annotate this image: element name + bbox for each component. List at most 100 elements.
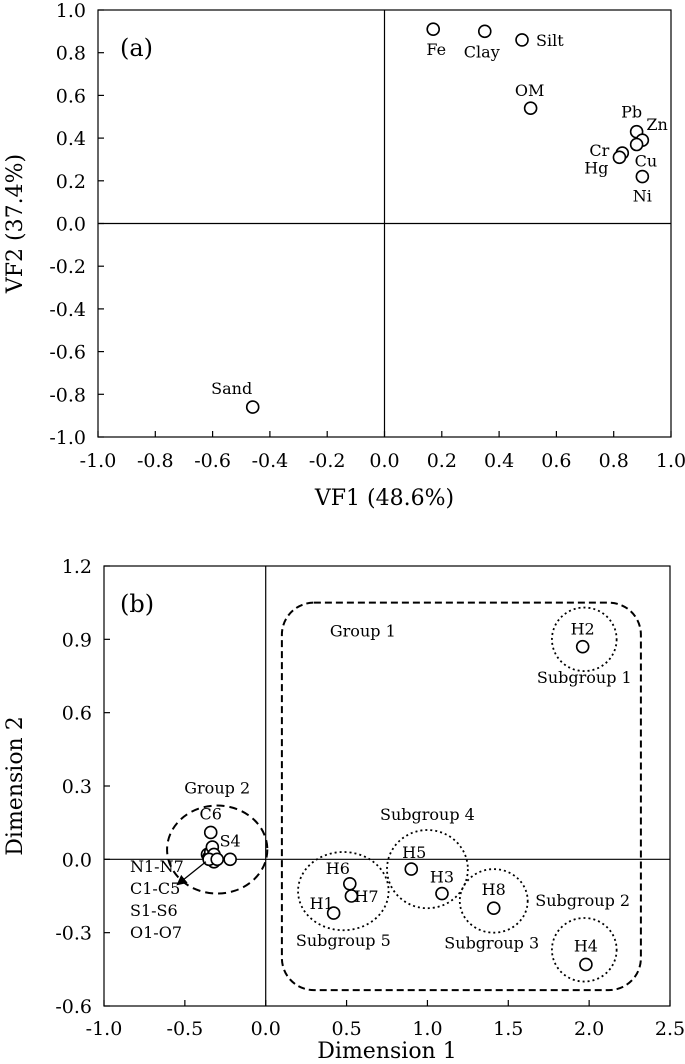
x-tick-label: -0.8 <box>137 450 174 472</box>
group-label: Group 2 <box>184 779 250 798</box>
x-tick-label: 0.2 <box>427 450 457 472</box>
subgroup-label: Subgroup 5 <box>296 931 391 950</box>
data-point-label: H1 <box>310 894 334 913</box>
x-tick-label: 0.5 <box>331 1018 361 1040</box>
subgroup-label: Subgroup 4 <box>380 805 475 824</box>
data-point-label: H4 <box>574 936 598 955</box>
x-tick-label: -0.5 <box>167 1018 204 1040</box>
y-tick-label: 0.3 <box>62 776 92 798</box>
y-tick-label: 1.0 <box>56 0 86 22</box>
data-point <box>635 169 650 184</box>
y-tick-label: -0.4 <box>49 299 86 321</box>
data-point <box>612 150 627 165</box>
data-point-label: Silt <box>536 31 564 50</box>
subgroup-outline <box>551 917 618 983</box>
y-tick-label: 0.9 <box>62 629 92 651</box>
y-tick-label: -0.3 <box>55 923 92 945</box>
subgroup-outline <box>458 868 529 934</box>
y-tick-label: -0.2 <box>49 256 86 278</box>
data-point-label: Cr <box>589 141 609 160</box>
cluster-annotation-line: S1-S6 <box>130 901 178 920</box>
data-point-label: Cu <box>635 152 658 171</box>
x-tick-label: 1.0 <box>412 1018 442 1040</box>
data-point <box>203 825 218 840</box>
data-point-label: S4 <box>220 831 241 850</box>
subgroup-label: Subgroup 2 <box>535 891 630 910</box>
x-tick-label: -0.2 <box>309 450 346 472</box>
subgroup-outline <box>386 829 469 910</box>
y-tick-label: -1.0 <box>49 427 86 449</box>
data-point-label: Hg <box>584 158 608 177</box>
y-tick-label: -0.6 <box>49 342 86 364</box>
data-point <box>426 22 441 37</box>
cluster-annotation-line: C1-C5 <box>130 879 180 898</box>
y-tick-label: 0.6 <box>62 703 92 725</box>
y-axis-label: Dimension 2 <box>3 716 28 855</box>
data-point-label: H5 <box>402 843 426 862</box>
x-axis-label: Dimension 1 <box>317 1039 456 1064</box>
group-outline <box>166 804 269 895</box>
data-point <box>629 137 644 152</box>
data-point <box>579 957 593 972</box>
data-point-label: Fe <box>426 40 446 59</box>
x-tick-label: -0.6 <box>194 450 231 472</box>
x-tick-label: 2.0 <box>574 1018 604 1040</box>
data-point <box>435 886 449 901</box>
y-tick-label: -0.8 <box>49 384 86 406</box>
group-outline <box>280 601 642 992</box>
group-label: Group 1 <box>330 622 396 641</box>
data-point <box>404 862 419 876</box>
y-tick-label: 0.2 <box>56 171 86 193</box>
panel-a: -1.0 -0.8 -0.6 -0.4 -0.2 0.0 0.2 0.4 0.6 0.8 1.0 1.… <box>3 0 685 511</box>
y-axis-label: VF2 (37.4%) <box>3 154 28 294</box>
x-tick-label: -0.4 <box>252 450 289 472</box>
data-point-label: C6 <box>200 804 222 823</box>
cluster-annotation-line: N1-N7 <box>130 857 184 876</box>
panel-label: (b) <box>120 590 154 618</box>
data-point-label: Pb <box>621 103 642 122</box>
panel-b: -1.0 -0.5 0.0 0.5 1.0 1.5 2.0 2.5 1.2 0.9 0.6 0.3 0.… <box>3 556 685 1064</box>
x-axis-label: VF1 (48.6%) <box>314 486 454 511</box>
data-point-label: OM <box>515 81 545 100</box>
cluster-annotation-line: O1-O7 <box>130 923 182 942</box>
y-tick-label: 0.4 <box>56 128 86 150</box>
x-tick-label: 0.4 <box>484 450 514 472</box>
data-point-label: Zn <box>646 115 667 134</box>
data-point <box>575 639 590 654</box>
data-point <box>515 33 529 47</box>
x-tick-label: 1.0 <box>656 450 685 472</box>
cluster-point <box>210 852 224 867</box>
data-point-label: H8 <box>482 880 506 899</box>
data-point <box>486 901 501 916</box>
x-tick-label: -1.0 <box>80 450 117 472</box>
x-tick-label: 2.5 <box>655 1018 685 1040</box>
data-point <box>326 906 341 920</box>
x-tick-label: 0.0 <box>251 1018 281 1040</box>
subgroup-outline <box>551 606 618 673</box>
y-tick-label: 0.0 <box>56 214 86 236</box>
y-tick-label: 0.8 <box>56 43 86 65</box>
x-tick-label: 1.5 <box>493 1018 523 1040</box>
y-tick-label: 0.0 <box>62 849 92 871</box>
data-point <box>223 852 237 867</box>
data-point-label: H6 <box>326 859 350 878</box>
data-point-label: H3 <box>430 868 454 887</box>
y-tick-label: 1.2 <box>62 556 92 578</box>
data-point-label: H7 <box>354 887 378 906</box>
x-tick-label: 0.8 <box>599 450 629 472</box>
data-point <box>245 400 260 414</box>
data-point-label: Sand <box>211 379 252 398</box>
data-point-label: Ni <box>633 187 652 206</box>
x-tick-label: 0.6 <box>541 450 571 472</box>
subgroup-outline <box>297 851 390 932</box>
panel-label: (a) <box>120 34 153 62</box>
cluster-arrow <box>176 861 207 886</box>
subgroup-label: Subgroup 3 <box>444 934 539 953</box>
data-point <box>477 24 492 39</box>
data-point <box>523 101 538 116</box>
y-tick-label: -0.6 <box>55 996 92 1018</box>
data-point-label: Clay <box>464 42 500 61</box>
x-tick-label: -1.0 <box>86 1018 123 1040</box>
y-tick-label: 0.6 <box>56 85 86 107</box>
